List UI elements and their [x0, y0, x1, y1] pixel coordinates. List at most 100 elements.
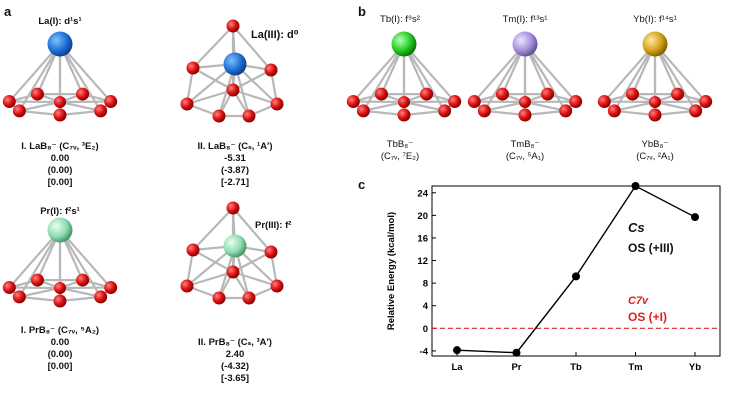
yb-cluster: [597, 31, 713, 122]
yb-bond: [654, 109, 696, 117]
la-cs-boron-atom: [180, 97, 194, 111]
pr-c7v-bond: [19, 286, 61, 298]
la-c7v-boron-atom: [53, 108, 67, 122]
x-tick-label: Tm: [628, 362, 642, 373]
tm-bond: [483, 43, 526, 112]
series-line: [456, 185, 696, 354]
pr-c7v-boron-atom: [104, 281, 118, 295]
tb-bond: [403, 43, 446, 112]
la-c7v-bond: [19, 100, 61, 112]
yb-boron-atom: [597, 95, 611, 109]
pr-c7v-bond: [59, 229, 102, 298]
tb-boron-atom: [448, 95, 462, 109]
la-c7v-boron-atom: [2, 95, 16, 109]
pr-c7v-boron-atom: [76, 273, 90, 287]
tb-boron-atom: [374, 87, 388, 101]
tm-top-label: Tm(I): f¹³s¹: [502, 14, 548, 25]
tm-bond: [524, 109, 566, 117]
la-c7v-caption: I. LaB₈⁻ (C₇ᵥ, ³E₂): [21, 141, 99, 152]
tm-bond: [524, 100, 566, 112]
tb-bond: [363, 109, 405, 117]
annotation-cs: Cs: [628, 220, 645, 235]
pr-cs-boron-atom: [226, 265, 240, 279]
pr-cs-cluster: [180, 201, 284, 305]
pr-c7v-value-3: [0.00]: [47, 361, 73, 372]
pr-c7v-boron-atom: [94, 290, 108, 304]
la-c7v-bond: [59, 43, 112, 103]
panel-label-a: a: [4, 4, 12, 19]
tb-bond: [403, 109, 445, 117]
y-tick-label: 0: [423, 324, 428, 335]
yb-boron-atom: [671, 87, 685, 101]
la-c7v-bond: [59, 109, 101, 117]
y-tick-label: 24: [417, 188, 428, 199]
la-c7v-top-label: La(I): d¹s¹: [38, 16, 82, 27]
yb-boron-atom: [607, 104, 621, 118]
pr-c7v-bond: [19, 295, 61, 303]
la-c7v-boron-atom: [30, 87, 44, 101]
tm-metal-atom: [512, 31, 538, 57]
annotation-os-i: OS (+I): [628, 310, 667, 324]
la-c7v-bond: [59, 100, 101, 112]
pr-c7v-boron-atom: [2, 281, 16, 295]
yb-boron-atom: [625, 87, 639, 101]
pr-cs-boron-atom: [264, 245, 278, 259]
yb-bond: [613, 43, 656, 112]
tb-boron-atom: [356, 104, 370, 118]
tb-cluster: [346, 31, 462, 122]
pr-cs-metal-atom: [223, 234, 247, 258]
la-cs-value-1: -5.31: [224, 153, 246, 164]
pr-c7v-bond: [8, 229, 61, 289]
tm-symmetry: (C₇ᵥ, ⁵A₁): [505, 151, 545, 162]
la-c7v-cluster: [2, 31, 118, 122]
pr-cs-bond: [232, 270, 278, 288]
tm-boron-atom: [559, 104, 573, 118]
y-tick-label: 20: [417, 211, 428, 222]
la-cs-caption: II. LaB₈⁻ (Cₛ, ¹A′): [197, 141, 273, 152]
la-cs-side-label: La(III): d⁰: [251, 29, 299, 41]
pr-c7v-top-label: Pr(I): f²s¹: [40, 206, 80, 217]
tb-boron-atom: [438, 104, 452, 118]
pr-c7v-boron-atom: [12, 290, 26, 304]
la-cs-metal-atom: [223, 52, 247, 76]
la-c7v-value-2: (0.00): [47, 165, 73, 176]
yb-bond: [614, 109, 656, 117]
annotation-c7v: C7v: [628, 295, 649, 307]
plot-frame: [431, 185, 721, 357]
y-tick-label: -4: [420, 346, 429, 357]
yb-top-label: Yb(I): f¹⁴s¹: [633, 14, 677, 25]
pr-cs-value-3: [-3.65]: [221, 373, 249, 384]
pr-cs-boron-atom: [242, 291, 256, 305]
la-c7v-value-1: 0.00: [50, 153, 70, 164]
la-c7v-bond: [8, 43, 61, 103]
la-cs-value-3: [-2.71]: [221, 177, 249, 188]
la-c7v-boron-atom: [94, 104, 108, 118]
pr-cs-bond: [192, 249, 234, 273]
pr-cs-caption: II. PrB₈⁻ (Cₛ, ³A′): [198, 337, 272, 348]
pr-cs-boron-atom: [212, 291, 226, 305]
la-c7v-bond: [18, 43, 61, 112]
pr-c7v-value-1: 0.00: [50, 337, 70, 348]
yb-boron-atom: [699, 95, 713, 109]
la-cs-bond: [192, 67, 234, 91]
data-point: [572, 272, 580, 281]
tm-cluster: [467, 31, 583, 122]
yb-bond: [654, 43, 697, 112]
tb-metal-atom: [391, 31, 417, 57]
pr-cs-boron-atom: [180, 279, 194, 293]
pr-c7v-boron-atom: [30, 273, 44, 287]
yb-caption: YbB₈⁻: [641, 139, 669, 150]
pr-cs-bond: [192, 207, 234, 251]
tb-bond: [363, 100, 405, 112]
la-cs-boron-atom: [212, 109, 226, 123]
pr-c7v-boron-atom: [53, 294, 67, 308]
pr-c7v-caption: I. PrB₈⁻ (C₇ᵥ, ⁵A₂): [20, 325, 100, 336]
la-c7v-bond: [59, 43, 102, 112]
data-point: [453, 346, 461, 355]
yb-bond: [654, 43, 707, 103]
yb-boron-atom: [648, 108, 662, 122]
tb-boron-atom: [397, 108, 411, 122]
pr-c7v-bond: [59, 229, 112, 289]
la-cs-cluster: [180, 19, 284, 123]
